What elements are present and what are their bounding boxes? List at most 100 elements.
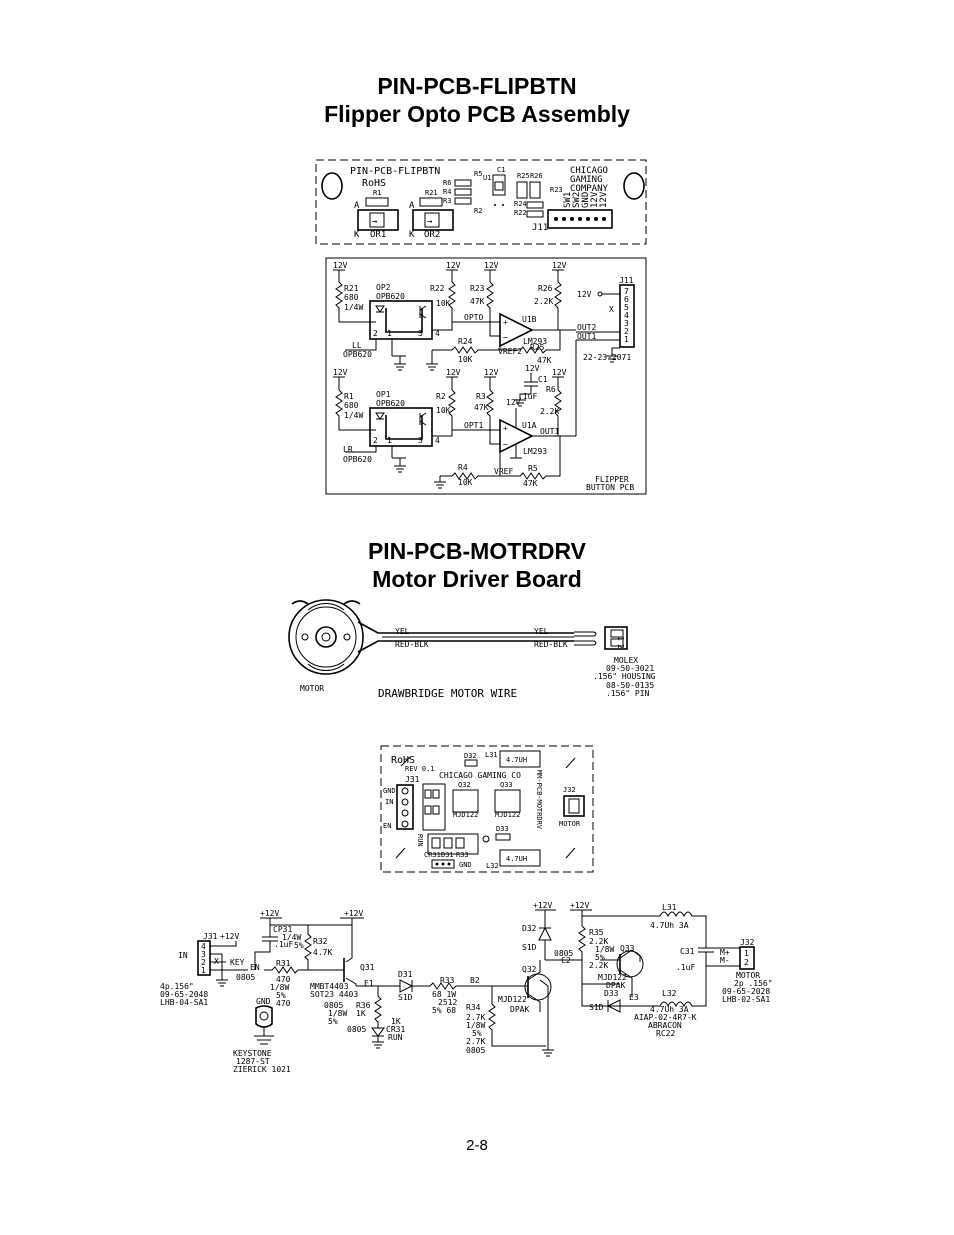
md-d33p: S1D bbox=[589, 1003, 604, 1012]
f-r22: R22 bbox=[430, 284, 445, 293]
mb-d33: D33 bbox=[496, 825, 509, 833]
md-r35: R35 bbox=[589, 928, 604, 937]
f-lm-b: LM293 bbox=[523, 337, 547, 346]
md-mminus: M- bbox=[720, 956, 730, 965]
f-vref2: VREF2 bbox=[498, 347, 522, 356]
pcb-a1: A bbox=[354, 201, 360, 211]
pcb-a2: A bbox=[409, 201, 415, 211]
pcb-ref-r2: R2 bbox=[474, 207, 482, 215]
md-q33p: MJD122 bbox=[598, 973, 627, 982]
md-c31: C31 bbox=[680, 947, 695, 956]
md-j32c2: 2p .156" bbox=[734, 979, 773, 988]
f-out2: OUT2 bbox=[577, 323, 596, 332]
pcb-ref-r24: R24 bbox=[514, 200, 527, 208]
flipper-title-1: PIN-PCB-FLIPBTN bbox=[377, 73, 577, 99]
pcb-company-1: CHICAGO bbox=[570, 166, 608, 176]
pcb-company-3: COMPANY bbox=[570, 184, 609, 194]
f-r1w: 1/4W bbox=[344, 411, 363, 420]
f-r21w: 1/4W bbox=[344, 303, 363, 312]
svg-text:→: → bbox=[427, 217, 433, 227]
md-r36: R36 bbox=[356, 1001, 371, 1010]
f-r1v: 680 bbox=[344, 401, 359, 410]
md-j32: J32 bbox=[740, 938, 755, 947]
pcb-k2: K bbox=[409, 230, 415, 240]
mb-side: MM-PCB-MOTRDRV bbox=[535, 770, 543, 830]
md-d32: D32 bbox=[522, 924, 537, 933]
f-op2-p3: 3 bbox=[418, 329, 423, 338]
mb-cr31: CR31 bbox=[424, 851, 441, 859]
m-caption: DRAWBRIDGE MOTOR WIRE bbox=[378, 687, 517, 700]
md-r31c: 470 bbox=[276, 999, 291, 1008]
svg-text:+: + bbox=[503, 318, 508, 327]
f-ll: LL bbox=[352, 341, 362, 350]
f-12v-2: 12V bbox=[446, 261, 461, 270]
f-op2-part: OPB620 bbox=[376, 292, 405, 301]
mb-mjd2: MJD122 bbox=[495, 811, 520, 819]
md-key-3: ZIERICK 1021 bbox=[233, 1065, 291, 1074]
md-12v-2: +12V bbox=[260, 909, 279, 918]
f-12v-4: 12V bbox=[552, 261, 567, 270]
pcb-ref-r4: R4 bbox=[443, 188, 451, 196]
f-out1-b: OUT1 bbox=[540, 427, 559, 436]
mb-motor: MOTOR bbox=[559, 820, 581, 828]
f-r4v: 10K bbox=[458, 478, 473, 487]
f-r21v: 680 bbox=[344, 293, 359, 302]
f-12v-3: 12V bbox=[484, 261, 499, 270]
mb-rev: REV 0.1 bbox=[405, 765, 435, 773]
f-op1-p2: 2 bbox=[373, 436, 378, 445]
md-q31p1: MMBT4403 bbox=[310, 982, 349, 991]
md-q32p: MJD122 bbox=[498, 995, 527, 1004]
md-r31v: 470 bbox=[276, 975, 291, 984]
f-r2v: 10K bbox=[436, 406, 451, 415]
motor-board-layout: RoHS REV 0.1 D32 L31 4.7UH J31 CHICAGO G… bbox=[380, 745, 594, 873]
md-r31w: 1/8W bbox=[270, 983, 289, 992]
f-r3v: 47K bbox=[474, 403, 489, 412]
md-12v-1: +12V bbox=[220, 932, 239, 941]
f-lm-a: LM293 bbox=[523, 447, 547, 456]
f-12v-7: 12V bbox=[484, 368, 499, 377]
md-r31t: 5% bbox=[276, 991, 286, 1000]
mb-d32: D32 bbox=[464, 752, 477, 760]
md-cp31: CP31 bbox=[273, 925, 292, 934]
md-r34c: 2.7K bbox=[466, 1037, 485, 1046]
pcb-ref-r1: R1 bbox=[373, 189, 381, 197]
f-r22v: 10K bbox=[436, 299, 451, 308]
flipper-title-2: Flipper Opto PCB Assembly bbox=[324, 101, 630, 127]
f-r21: R21 bbox=[344, 284, 359, 293]
pcb-ref-r25: R25 bbox=[517, 172, 530, 180]
pcb-name: PIN-PCB-FLIPBTN bbox=[350, 166, 440, 177]
md-cr31: CR31 bbox=[386, 1025, 405, 1034]
f-r24v: 10K bbox=[458, 355, 473, 364]
md-mplus: M+ bbox=[720, 948, 730, 957]
md-r33: R33 bbox=[440, 976, 455, 985]
motor-wire-drawing: YEL RED-BLK YEL RED-BLK 1 2 MOTOR DRAWBR… bbox=[288, 599, 656, 700]
mb-run: RUN bbox=[416, 834, 424, 847]
md-d31: D31 bbox=[398, 970, 413, 979]
mb-en: EN bbox=[383, 822, 391, 830]
mb-rohs: RoHS bbox=[391, 755, 415, 766]
f-r1: R1 bbox=[344, 392, 354, 401]
md-l32: L32 bbox=[662, 989, 677, 998]
f-op1-p4: 4 bbox=[435, 436, 440, 445]
f-vref: VREF bbox=[494, 467, 513, 476]
md-en: EN bbox=[250, 963, 260, 972]
m-molex-1: MOLEX bbox=[614, 656, 638, 665]
f-x: X bbox=[609, 305, 614, 314]
f-op1-p1: 1 bbox=[387, 436, 392, 445]
f-r6v: 2.2K bbox=[540, 407, 559, 416]
md-c31v: .1uF bbox=[676, 963, 695, 972]
md-r34t: 5% bbox=[472, 1029, 482, 1038]
f-opb-l: OPB620 bbox=[343, 350, 372, 359]
md-pkg3: 0805 bbox=[347, 1025, 366, 1034]
m-yel-1: YEL bbox=[395, 627, 410, 636]
md-j31: J31 bbox=[203, 932, 218, 941]
md-r33p: 2512 bbox=[438, 998, 457, 1007]
md-r32w: 1/4W bbox=[282, 933, 301, 942]
md-r35v: 2.2K bbox=[589, 937, 608, 946]
md-r36t: 5% bbox=[328, 1017, 338, 1026]
f-12v-9: 12V bbox=[552, 368, 567, 377]
f-op1-part: OPB620 bbox=[376, 399, 405, 408]
mb-d31: D31 bbox=[441, 851, 454, 859]
md-x: X bbox=[214, 957, 219, 966]
